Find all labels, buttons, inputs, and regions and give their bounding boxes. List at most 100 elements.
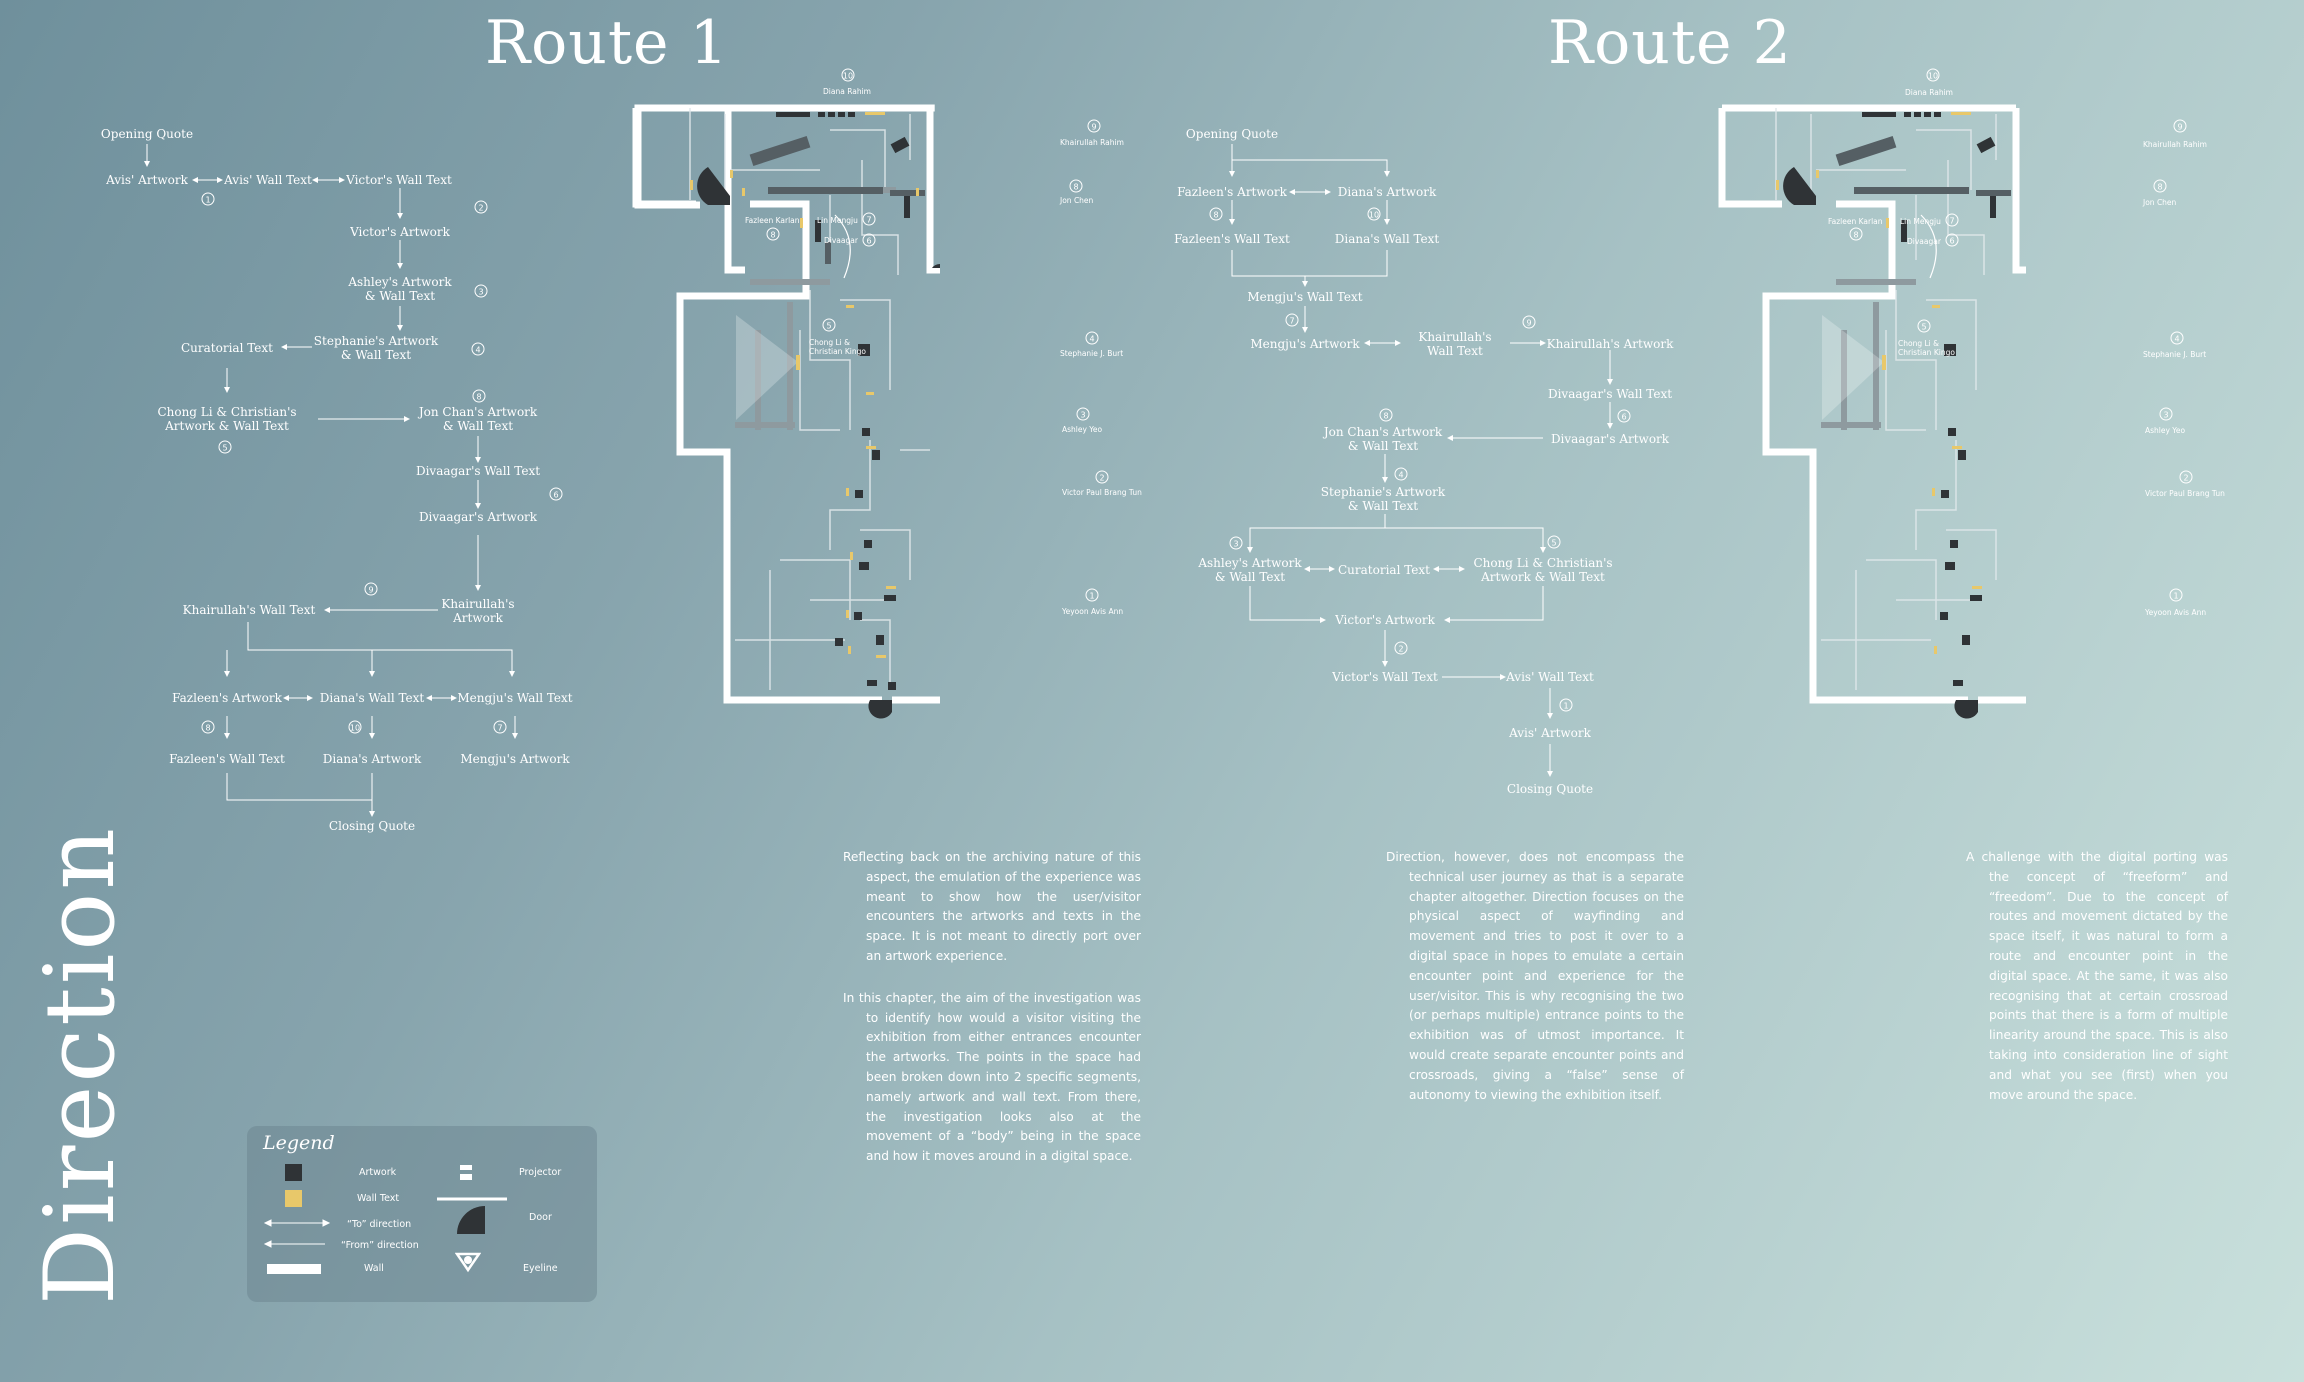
map-badge: 2	[2179, 470, 2193, 484]
r1-badge: 8	[472, 389, 486, 403]
r1-ashley: Ashley's Artwork & Wall Text	[348, 275, 452, 303]
r2-fazleen-wall-text: Fazleen's Wall Text	[1174, 232, 1290, 246]
eyeline-icon	[455, 1252, 481, 1273]
projector-icon	[460, 1165, 472, 1180]
r1-khairullah-artwork: Khairullah's Artwork	[441, 597, 515, 625]
map-label-jon: Jon Chen	[1060, 196, 1094, 205]
map-label-stephanie: Stephanie J. Burt	[2143, 350, 2207, 359]
map-badge: 7	[862, 212, 876, 226]
paragraph-column-2: Direction, however, does not encompass t…	[1386, 848, 1684, 1127]
r2-stephanie: Stephanie's Artwork & Wall Text	[1320, 485, 1446, 513]
r2-khairullah-artwork: Khairullah's Artwork	[1546, 337, 1674, 351]
r2-badge: 2	[1394, 641, 1408, 655]
r1-victor-artwork: Victor's Artwork	[350, 225, 450, 239]
r2-khairullah-wall-text: Khairullah's Wall Text	[1418, 330, 1492, 358]
map-label-fazleen: Fazleen Karlan	[745, 216, 800, 225]
r2-badge: 7	[1285, 313, 1299, 327]
map-badge: 2	[1095, 470, 1109, 484]
map-label-linmengju: Lin Mengju	[817, 216, 858, 225]
map-badge: 6	[862, 233, 876, 247]
artwork-swatch	[285, 1164, 302, 1181]
paragraph-column-3: A challenge with the digital porting was…	[1966, 848, 2228, 1127]
r1-mengju-artwork: Mengju's Artwork	[460, 752, 570, 766]
r2-badge: 5	[1547, 535, 1561, 549]
map-label-khairullah: Khairullah Rahim	[2143, 140, 2207, 149]
map-label-diana: Diana Rahim	[823, 87, 871, 96]
r2-badge: 4	[1394, 467, 1408, 481]
map-badge: 8	[1069, 179, 1083, 193]
map-label-victor: Victor Paul Brang Tun	[1062, 488, 1142, 497]
paragraph-1-2: In this chapter, the aim of the investig…	[843, 990, 1141, 1164]
r2-ashley: Ashley's Artwork & Wall Text	[1198, 556, 1302, 584]
map-badge: 8	[1849, 227, 1863, 241]
r1-badge: 3	[474, 284, 488, 298]
wall-swatch	[267, 1264, 321, 1274]
r2-badge: 3	[1229, 536, 1243, 550]
r2-divaagar-artwork: Divaagar's Artwork	[1550, 432, 1670, 446]
r1-badge: 10	[348, 720, 362, 734]
r1-victor-wall-text: Victor's Wall Text	[346, 173, 452, 187]
r2-fazleen-artwork: Fazleen's Artwork	[1177, 185, 1287, 199]
map-label-ashley: Ashley Yeo	[2145, 426, 2186, 435]
r2-avis-artwork: Avis' Artwork	[1509, 726, 1591, 740]
r1-khairullah-wall-text: Khairullah's Wall Text	[182, 603, 316, 617]
r2-opening-quote: Opening Quote	[1185, 127, 1279, 141]
r2-victor-wall-text: Victor's Wall Text	[1332, 670, 1438, 684]
r2-jon-chan: Jon Chan's Artwork & Wall Text	[1323, 425, 1443, 453]
r2-mengju-artwork: Mengju's Artwork	[1250, 337, 1360, 351]
r1-diana-artwork: Diana's Artwork	[322, 752, 422, 766]
r1-badge: 9	[364, 582, 378, 596]
floor-plan-route-2	[1718, 104, 2026, 719]
map-label-diana: Diana Rahim	[1905, 88, 1953, 97]
map-badge: 6	[1945, 233, 1959, 247]
map-label-yeyoon: Yeyoon Avis Ann	[1062, 607, 1124, 616]
r2-badge: 6	[1617, 409, 1631, 423]
map-label-yeyoon: Yeyoon Avis Ann	[2145, 608, 2207, 617]
r2-avis-wall-text: Avis' Wall Text	[1506, 670, 1594, 684]
r1-badge: 6	[549, 487, 563, 501]
r1-diana-wall-text: Diana's Wall Text	[319, 691, 425, 705]
route-1-title: Route 1	[485, 8, 729, 78]
r1-opening-quote: Opening Quote	[100, 127, 194, 141]
map-label-jon: Jon Chen	[2143, 198, 2177, 207]
r1-chong: Chong Li & Christian's Artwork & Wall Te…	[157, 405, 297, 433]
direction-arrows-icon	[263, 1219, 331, 1248]
map-label-khairullah: Khairullah Rahim	[1060, 138, 1124, 147]
map-badge: 9	[1087, 119, 1101, 133]
map-badge: 3	[1076, 407, 1090, 421]
r2-divaagar-wall-text: Divaagar's Wall Text	[1547, 387, 1673, 401]
map-label-chong: Chong Li & Christian Kingo	[1898, 339, 1955, 357]
r2-victor-artwork: Victor's Artwork	[1335, 613, 1435, 627]
r2-curatorial-text: Curatorial Text	[1338, 563, 1430, 577]
r2-badge: 9	[1522, 315, 1536, 329]
r2-badge: 10	[1367, 207, 1381, 221]
map-badge: 1	[2169, 588, 2183, 602]
wall-text-swatch	[285, 1190, 302, 1207]
r1-closing-quote: Closing Quote	[328, 819, 416, 833]
map-badge: 10	[841, 68, 855, 82]
map-label-stephanie: Stephanie J. Burt	[1060, 349, 1124, 358]
map-badge: 1	[1085, 588, 1099, 602]
map-badge: 4	[1085, 331, 1099, 345]
legend-door-label: Door	[529, 1212, 552, 1223]
legend-wall-text-label: Wall Text	[357, 1193, 400, 1204]
r1-avis-artwork: Avis' Artwork	[106, 173, 188, 187]
r1-jon-chan: Jon Chan's Artwork & Wall Text	[418, 405, 538, 433]
r1-avis-wall-text: Avis' Wall Text	[224, 173, 312, 187]
r1-mengju-wall-text: Mengju's Wall Text	[457, 691, 573, 705]
r1-badge: 5	[218, 440, 232, 454]
legend: Legend Artwork Wall Text “To” direction …	[247, 1126, 597, 1302]
paragraph-column-1: Reflecting back on the archiving nature …	[843, 848, 1141, 1189]
legend-projector-label: Projector	[519, 1167, 562, 1178]
r2-badge: 8	[1379, 408, 1393, 422]
r2-badge: 8	[1209, 207, 1223, 221]
map-badge: 3	[2159, 407, 2173, 421]
map-label-ashley: Ashley Yeo	[1062, 425, 1103, 434]
floor-plan-route-1	[632, 104, 940, 719]
paragraph-2-1: Direction, however, does not encompass t…	[1386, 850, 1684, 1102]
r1-fazleen-artwork: Fazleen's Artwork	[172, 691, 282, 705]
map-badge: 4	[2170, 331, 2184, 345]
legend-artwork-label: Artwork	[359, 1167, 397, 1178]
r1-divaagar-artwork: Divaagar's Artwork	[418, 510, 538, 524]
r1-badge: 7	[493, 720, 507, 734]
